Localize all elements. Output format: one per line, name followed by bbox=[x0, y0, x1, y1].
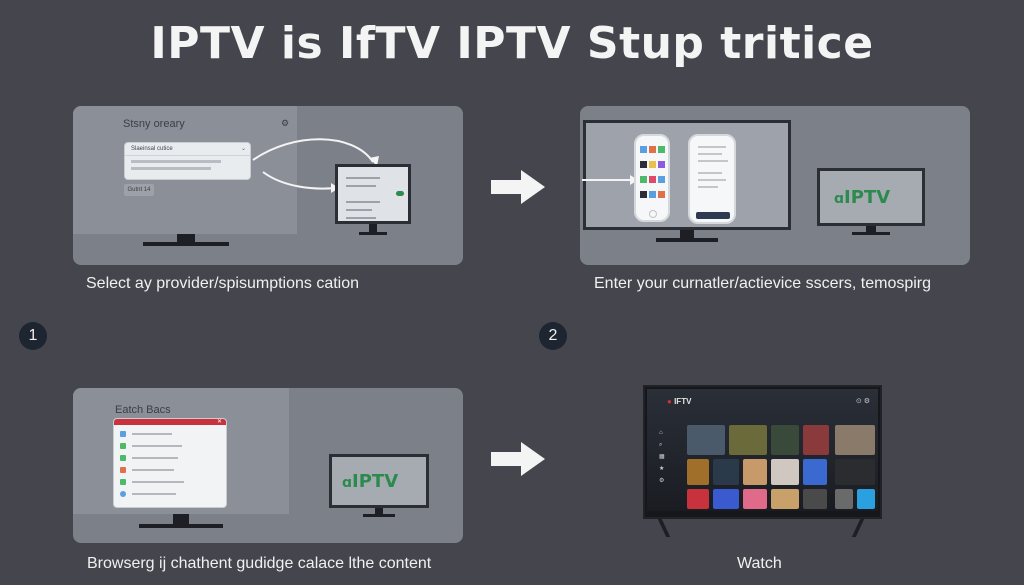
tv-brand-logo: ● IFTV bbox=[667, 397, 692, 406]
close-icon[interactable]: ✕ bbox=[216, 419, 222, 425]
iptv-monitor-stand bbox=[866, 226, 876, 232]
settings-icon[interactable]: ⚙ bbox=[659, 478, 665, 484]
tv-leg-left bbox=[657, 519, 671, 537]
step-2-screen bbox=[586, 123, 788, 227]
monitor-base bbox=[143, 242, 229, 246]
home-button-icon[interactable] bbox=[649, 210, 657, 218]
step-1-caption: Select ay provider/spisumptions cation bbox=[86, 275, 360, 292]
iptv-logo: ɑIPTV bbox=[342, 471, 399, 492]
content-tile[interactable] bbox=[803, 489, 827, 509]
step-1-screen-heading: Stsny oreary bbox=[123, 118, 185, 130]
iptv-monitor-base bbox=[363, 514, 395, 517]
iptv-screen-2: ɑIPTV bbox=[332, 457, 426, 505]
content-tile[interactable] bbox=[771, 489, 799, 509]
step-2-monitor bbox=[583, 120, 791, 230]
content-tile[interactable] bbox=[771, 425, 799, 455]
continue-button[interactable]: Gutnt 14 bbox=[124, 184, 154, 196]
monitor-base bbox=[656, 238, 718, 242]
content-tile[interactable] bbox=[743, 459, 767, 485]
list-item[interactable] bbox=[120, 455, 226, 461]
dialog-header: Slaeinsal cutice bbox=[125, 143, 250, 156]
iptv-monitor: ɑIPTV bbox=[817, 168, 925, 226]
small-monitor bbox=[335, 164, 411, 224]
content-tile[interactable] bbox=[835, 425, 875, 455]
monitor-stand bbox=[173, 514, 189, 524]
list-item[interactable] bbox=[120, 443, 226, 449]
content-tile[interactable] bbox=[835, 489, 853, 509]
phone-home bbox=[634, 134, 670, 222]
dialog-row bbox=[131, 167, 211, 170]
step-1-monitor: Stsny oreary ⚙ Slaeinsal cutice ⌄ Gutnt … bbox=[73, 106, 297, 234]
monitor-base bbox=[139, 524, 223, 528]
login-button[interactable] bbox=[696, 212, 730, 219]
content-tile[interactable] bbox=[803, 459, 827, 485]
list-item[interactable] bbox=[120, 431, 226, 437]
iptv-monitor-2: ɑIPTV bbox=[329, 454, 429, 508]
content-tile[interactable] bbox=[687, 489, 709, 509]
monitor-stand bbox=[680, 230, 694, 238]
iptv-logo: ɑIPTV bbox=[834, 187, 891, 208]
channel-list-dialog[interactable]: ✕ bbox=[113, 418, 227, 508]
arrow-right-icon bbox=[491, 168, 545, 211]
toggle-switch[interactable] bbox=[396, 191, 404, 196]
step-3-monitor: Eatch Bacs ✕ bbox=[73, 388, 289, 514]
list-item[interactable] bbox=[120, 491, 226, 497]
tv-sidebar: ⌂ ⌕ ▦ ★ ⚙ bbox=[659, 427, 667, 487]
search-icon[interactable]: ⌕ bbox=[659, 442, 663, 448]
step-2-panel: ɑIPTV bbox=[580, 106, 970, 265]
content-tile[interactable] bbox=[687, 459, 709, 485]
step-2-caption: Enter your curnatler/actievice sscers, t… bbox=[594, 275, 932, 292]
grid-icon[interactable]: ▦ bbox=[659, 454, 665, 460]
phone-login bbox=[688, 134, 736, 224]
chevron-down-icon[interactable]: ⌄ bbox=[240, 146, 246, 152]
star-icon[interactable]: ★ bbox=[659, 466, 665, 472]
step-3-panel: Eatch Bacs ✕ ɑIPTV bbox=[73, 388, 463, 543]
content-tile[interactable] bbox=[687, 425, 725, 455]
content-tile[interactable] bbox=[729, 425, 767, 455]
arrow-line-icon bbox=[582, 175, 638, 185]
content-tile[interactable] bbox=[803, 425, 829, 455]
iptv-monitor-stand bbox=[375, 508, 383, 514]
home-icon[interactable]: ⌂ bbox=[659, 430, 663, 436]
step-3-screen-heading: Eatch Bacs bbox=[115, 404, 171, 416]
tv-top-icons: ⊙ ⚙ bbox=[855, 398, 870, 405]
content-tile[interactable] bbox=[713, 459, 739, 485]
small-monitor-screen bbox=[338, 167, 408, 221]
step-3-caption: Browserg ij chathent gudidge calace lthe… bbox=[87, 555, 432, 572]
list-item[interactable] bbox=[120, 479, 226, 485]
page-title: IPTV is IfTV IPTV Stup tritice bbox=[150, 18, 874, 69]
step-2-number: 2 bbox=[539, 322, 567, 350]
step-1-number: 1 bbox=[19, 322, 47, 350]
small-monitor-stand bbox=[369, 224, 377, 232]
list-item[interactable] bbox=[120, 467, 226, 473]
content-tile[interactable] bbox=[857, 489, 875, 509]
iptv-monitor-base bbox=[852, 232, 890, 235]
dialog-row bbox=[131, 160, 221, 163]
content-tile[interactable] bbox=[713, 489, 739, 509]
step-4-caption: Watch bbox=[737, 555, 782, 572]
arrow-right-icon bbox=[491, 440, 545, 483]
step-1-panel: Stsny oreary ⚙ Slaeinsal cutice ⌄ Gutnt … bbox=[73, 106, 463, 265]
content-tile[interactable] bbox=[743, 489, 767, 509]
provider-dialog[interactable]: Slaeinsal cutice ⌄ bbox=[124, 142, 251, 180]
small-monitor-base bbox=[359, 232, 387, 235]
content-tile[interactable] bbox=[835, 459, 875, 485]
tv-screen: ● IFTV ⌂ ⌕ ▦ ★ ⚙ ⊙ ⚙ bbox=[647, 389, 878, 511]
watch-tv: ● IFTV ⌂ ⌕ ▦ ★ ⚙ ⊙ ⚙ bbox=[643, 385, 882, 519]
tv-leg-right bbox=[851, 519, 865, 537]
iptv-screen: ɑIPTV bbox=[820, 171, 922, 223]
content-tile[interactable] bbox=[771, 459, 799, 485]
settings-dots-icon: ⚙ bbox=[281, 118, 290, 128]
monitor-stand bbox=[177, 234, 195, 242]
